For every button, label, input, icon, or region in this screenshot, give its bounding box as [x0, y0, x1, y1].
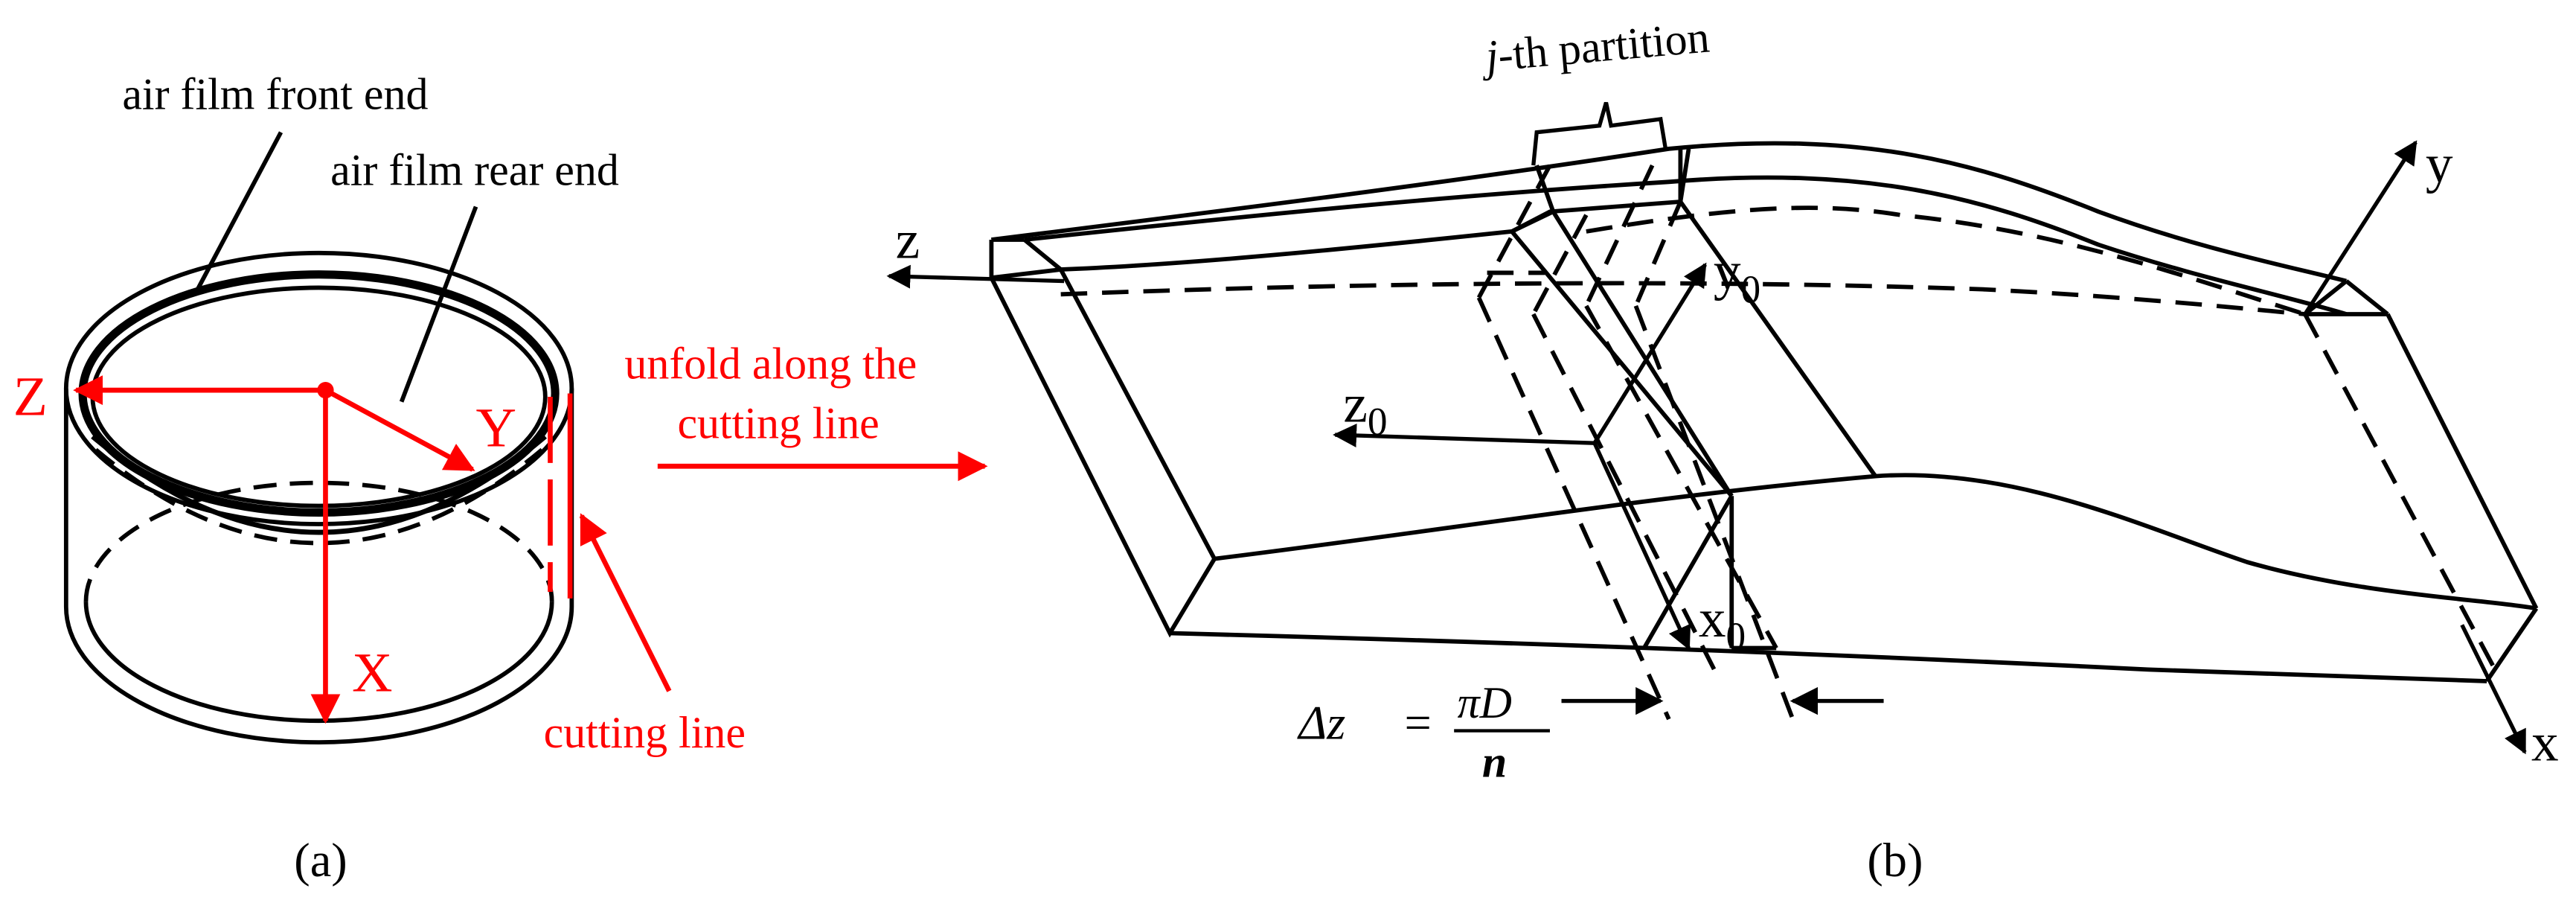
origin-dot — [317, 382, 334, 399]
axis-x-global-label: x — [2531, 712, 2559, 773]
axis-y0-label: y0 — [1714, 241, 1760, 312]
partition-brace — [1531, 101, 1668, 166]
panel-b-diagram — [989, 141, 2539, 683]
film-front-face — [989, 240, 1217, 638]
axis-x-global-arrow — [2460, 624, 2527, 755]
axis-y-arrow — [324, 388, 475, 472]
panel-b-caption: (b) — [1867, 834, 1923, 887]
axis-y0-arrow — [1592, 262, 1707, 444]
film-top-back-edge — [991, 141, 2348, 284]
axis-z-global-arrow — [886, 264, 1065, 289]
unfold-label-line2: cutting line — [677, 399, 879, 448]
dz-lhs: Δz — [1296, 697, 1345, 750]
partition-block — [1510, 148, 1691, 234]
cutting-line-pointer — [579, 513, 672, 692]
cutting-line-label: cutting line — [544, 708, 746, 757]
panel-b-axes — [886, 101, 2527, 755]
axis-z0-label: z0 — [1343, 373, 1387, 444]
partition-label: j-th partition — [1478, 12, 1711, 81]
axis-x-label: X — [352, 642, 393, 704]
axis-y-label: Y — [476, 398, 517, 459]
dz-denominator: n — [1482, 738, 1507, 787]
film-outer-bottom-edge — [1170, 631, 2487, 683]
axis-y-global-arrow — [2303, 140, 2418, 316]
air-film-rear-end-label: air film rear end — [330, 146, 619, 195]
axis-z-global-label: z — [896, 209, 920, 269]
air-film-bottom-edge — [91, 434, 547, 535]
axis-x0-arrow — [1592, 442, 1691, 651]
film-top-back-edge-inner — [1024, 175, 2348, 316]
film-right-top-edge — [2345, 279, 2389, 316]
film-right-side-edge — [2386, 313, 2539, 610]
air-film-front-end-label: air film front end — [122, 70, 428, 119]
panel-a-red-annotations — [73, 375, 988, 724]
film-front-top-edge — [1060, 209, 1554, 272]
film-inner-bottom-curve — [1214, 473, 2537, 611]
front-end-leader — [193, 131, 283, 296]
unfold-label-line1: unfold along the — [624, 339, 917, 389]
dz-equals: = — [1405, 697, 1432, 750]
panel-b-hidden-lines — [1060, 164, 2497, 721]
cylinder-bottom-front — [63, 607, 574, 745]
axis-z0-arrow — [1333, 424, 1595, 447]
panel-a-caption: (a) — [294, 834, 347, 887]
rear-end-leader — [399, 205, 478, 403]
cylinder-bottom-hidden — [83, 480, 554, 602]
axis-z-label: Z — [13, 366, 48, 427]
axis-x0-label: x0 — [1699, 588, 1746, 659]
panel-a-diagram — [63, 131, 574, 745]
dz-numerator: πD — [1458, 678, 1512, 727]
axis-y-global-label: y — [2426, 133, 2453, 194]
